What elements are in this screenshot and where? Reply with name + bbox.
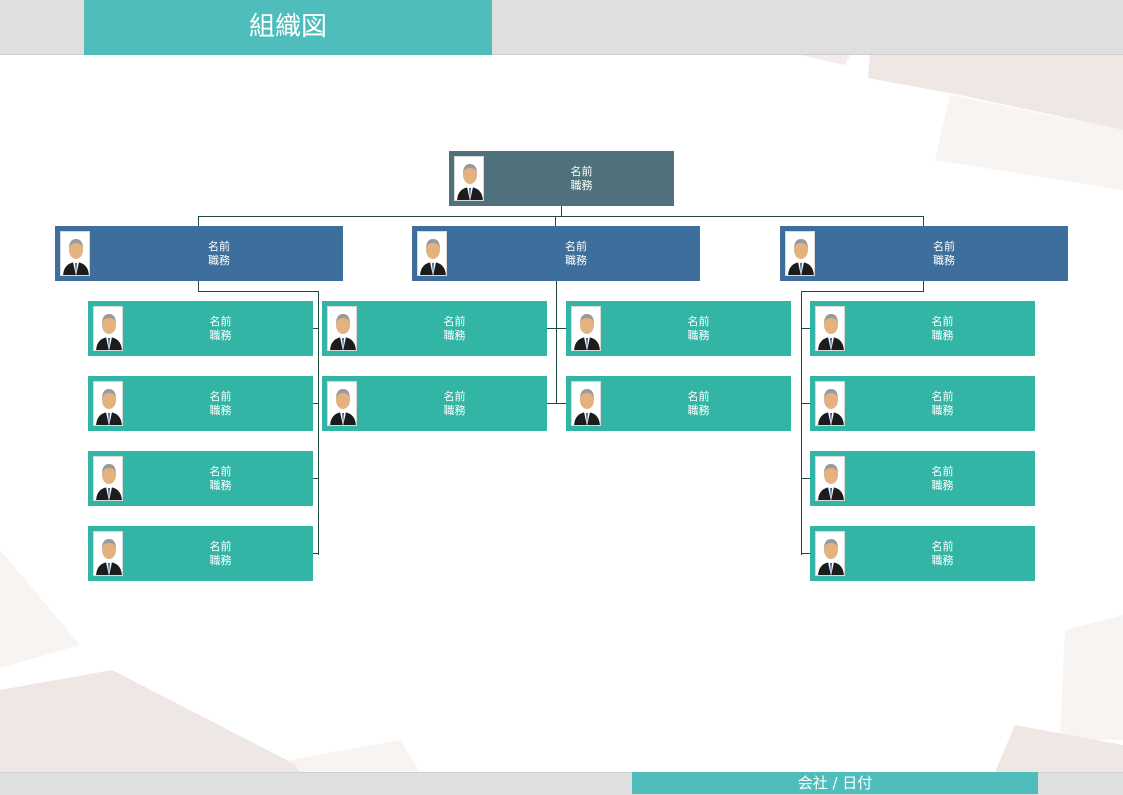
person-role: 職務 (209, 328, 232, 342)
person-photo-icon (815, 381, 845, 426)
person-role: 職務 (209, 403, 232, 417)
connector-line (198, 216, 924, 217)
person-name: 名前 (209, 464, 232, 478)
person-name: 名前 (565, 239, 587, 253)
org-node-staff[interactable]: 名前職務 (88, 526, 313, 581)
footer-company-date: 会社 / 日付 (632, 772, 1038, 794)
person-role: 職務 (687, 403, 710, 417)
person-role: 職務 (687, 328, 710, 342)
person-role: 職務 (931, 553, 954, 567)
connector-line (198, 281, 199, 291)
person-photo-icon (60, 231, 90, 276)
person-name: 名前 (443, 389, 466, 403)
person-role: 職務 (931, 328, 954, 342)
org-node-staff[interactable]: 名前職務 (810, 376, 1035, 431)
person-role: 職務 (209, 478, 232, 492)
person-photo-icon (454, 156, 484, 201)
person-photo-icon (815, 306, 845, 351)
connector-line (561, 206, 562, 216)
connector-line (556, 281, 557, 404)
org-node-manager[interactable]: 名前職務 (55, 226, 343, 281)
org-node-top[interactable]: 名前職務 (449, 151, 674, 206)
org-node-staff[interactable]: 名前職務 (810, 301, 1035, 356)
person-name: 名前 (931, 464, 954, 478)
person-name: 名前 (209, 539, 232, 553)
person-name: 名前 (931, 539, 954, 553)
connector-line (801, 478, 810, 479)
person-photo-icon (93, 531, 123, 576)
person-name: 名前 (931, 389, 954, 403)
connector-line (923, 281, 924, 291)
person-name: 名前 (931, 314, 954, 328)
person-name: 名前 (209, 389, 232, 403)
person-photo-icon (327, 306, 357, 351)
connector-line (801, 403, 810, 404)
org-node-staff[interactable]: 名前職務 (88, 376, 313, 431)
person-photo-icon (327, 381, 357, 426)
person-photo-icon (571, 306, 601, 351)
person-photo-icon (93, 306, 123, 351)
org-node-manager[interactable]: 名前職務 (412, 226, 700, 281)
org-node-staff[interactable]: 名前職務 (566, 376, 791, 431)
connector-line (557, 403, 566, 404)
connector-line (313, 478, 318, 479)
person-name: 名前 (687, 389, 710, 403)
connector-line (318, 291, 319, 555)
org-node-manager[interactable]: 名前職務 (780, 226, 1068, 281)
connector-line (801, 291, 802, 555)
person-name: 名前 (933, 239, 955, 253)
org-node-staff[interactable]: 名前職務 (88, 451, 313, 506)
person-role: 職務 (570, 178, 593, 192)
person-photo-icon (93, 456, 123, 501)
connector-line (547, 328, 556, 329)
connector-line (313, 553, 318, 554)
connector-line (198, 216, 199, 226)
person-role: 職務 (933, 253, 955, 267)
org-node-staff[interactable]: 名前職務 (810, 526, 1035, 581)
person-name: 名前 (687, 314, 710, 328)
person-photo-icon (571, 381, 601, 426)
connector-line (198, 291, 318, 292)
person-role: 職務 (931, 403, 954, 417)
connector-line (557, 328, 566, 329)
person-role: 職務 (931, 478, 954, 492)
person-role: 職務 (208, 253, 230, 267)
page-title: 組織図 (84, 0, 492, 55)
person-name: 名前 (443, 314, 466, 328)
person-photo-icon (815, 531, 845, 576)
connector-line (801, 328, 810, 329)
connector-line (555, 216, 556, 226)
person-name: 名前 (570, 164, 593, 178)
connector-line (313, 328, 318, 329)
person-role: 職務 (443, 403, 466, 417)
person-name: 名前 (209, 314, 232, 328)
org-node-staff[interactable]: 名前職務 (88, 301, 313, 356)
org-node-staff[interactable]: 名前職務 (566, 301, 791, 356)
person-photo-icon (815, 456, 845, 501)
person-role: 職務 (443, 328, 466, 342)
person-photo-icon (417, 231, 447, 276)
person-role: 職務 (565, 253, 587, 267)
person-name: 名前 (208, 239, 230, 253)
org-node-staff[interactable]: 名前職務 (810, 451, 1035, 506)
connector-line (313, 403, 318, 404)
connector-line (923, 216, 924, 226)
connector-line (547, 403, 556, 404)
org-node-staff[interactable]: 名前職務 (322, 376, 547, 431)
org-node-staff[interactable]: 名前職務 (322, 301, 547, 356)
person-photo-icon (93, 381, 123, 426)
connector-line (801, 553, 810, 554)
person-role: 職務 (209, 553, 232, 567)
person-photo-icon (785, 231, 815, 276)
connector-line (801, 291, 924, 292)
